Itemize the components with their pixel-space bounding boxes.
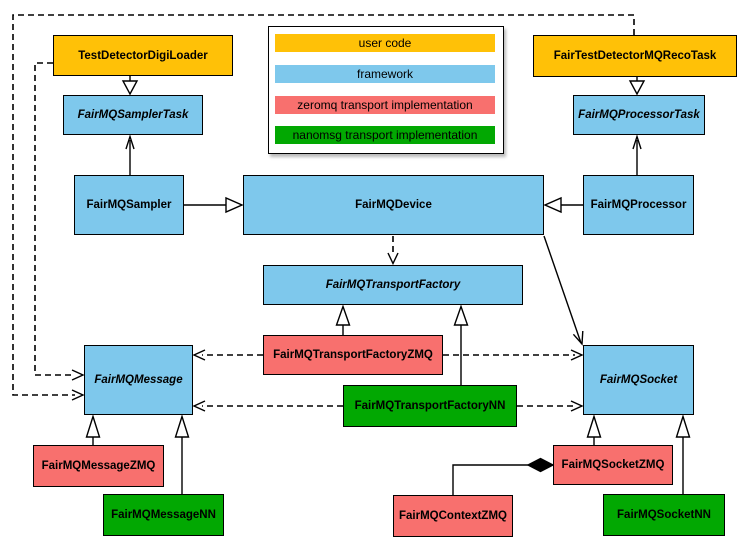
edge-recotask-message	[12, 14, 635, 396]
edge-device-socket	[543, 235, 582, 344]
generalization-arrowhead	[225, 196, 244, 214]
node-fairmq-sampler: FairMQSampler	[74, 175, 184, 235]
open-arrowhead	[570, 349, 584, 361]
generalization-arrowhead	[453, 304, 469, 326]
edge-contextzmq-socketzmq	[452, 464, 528, 495]
edge-digiloader-message	[34, 62, 75, 376]
node-fair-test-detector-mq-reco-task: FairTestDetectorMQRecoTask	[533, 35, 737, 77]
generalization-arrowhead	[628, 80, 646, 96]
legend-item-framework: framework	[275, 65, 495, 83]
legend-item-nanomsg: nanomsg transport implementation	[275, 126, 495, 144]
open-arrowhead	[71, 389, 85, 401]
legend-item-zeromq: zeromq transport implementation	[275, 96, 495, 114]
open-arrowhead	[632, 134, 642, 150]
open-arrowhead	[125, 134, 135, 150]
open-arrowhead	[570, 400, 584, 412]
open-arrowhead	[71, 369, 85, 381]
node-fairmq-socket-nn: FairMQSocketNN	[603, 494, 725, 536]
composition-diamond	[526, 457, 555, 473]
node-test-detector-digi-loader: TestDetectorDigiLoader	[53, 35, 233, 76]
node-fairmq-message: FairMQMessage	[84, 345, 193, 415]
node-fairmq-processor-task: FairMQProcessorTask	[573, 95, 705, 135]
node-fairmq-socket-zmq: FairMQSocketZMQ	[553, 445, 673, 485]
node-fairmq-transport-factory-nn: FairMQTransportFactoryNN	[343, 385, 517, 427]
open-arrowhead	[192, 400, 206, 412]
legend-label-framework: framework	[356, 67, 413, 81]
node-fairmq-device: FairMQDevice	[243, 175, 544, 235]
legend-item-user-code: user code	[275, 34, 495, 52]
node-fairmq-context-zmq: FairMQContextZMQ	[393, 495, 513, 537]
node-fairmq-transport-factory-zmq: FairMQTransportFactoryZMQ	[263, 335, 443, 375]
node-fairmq-message-zmq: FairMQMessageZMQ	[33, 445, 164, 487]
node-fairmq-sampler-task: FairMQSamplerTask	[63, 95, 203, 135]
generalization-arrowhead	[174, 414, 190, 438]
generalization-arrowhead	[121, 80, 139, 96]
legend-label-zeromq: zeromq transport implementation	[297, 98, 473, 112]
open-arrowhead	[387, 252, 399, 266]
node-fairmq-socket: FairMQSocket	[583, 345, 694, 415]
legend-box: user code framework zeromq transport imp…	[268, 26, 504, 154]
node-fairmq-message-nn: FairMQMessageNN	[103, 494, 224, 536]
generalization-arrowhead	[335, 304, 351, 326]
generalization-arrowhead	[543, 196, 562, 214]
open-arrowhead	[572, 330, 584, 346]
generalization-arrowhead	[675, 414, 691, 438]
generalization-arrowhead	[85, 414, 101, 438]
generalization-arrowhead	[586, 414, 602, 438]
legend-label-nanomsg: nanomsg transport implementation	[292, 128, 478, 142]
node-fairmq-processor: FairMQProcessor	[583, 175, 694, 235]
open-arrowhead	[192, 349, 206, 361]
legend-label-user-code: user code	[358, 36, 412, 50]
node-fairmq-transport-factory: FairMQTransportFactory	[263, 265, 523, 305]
